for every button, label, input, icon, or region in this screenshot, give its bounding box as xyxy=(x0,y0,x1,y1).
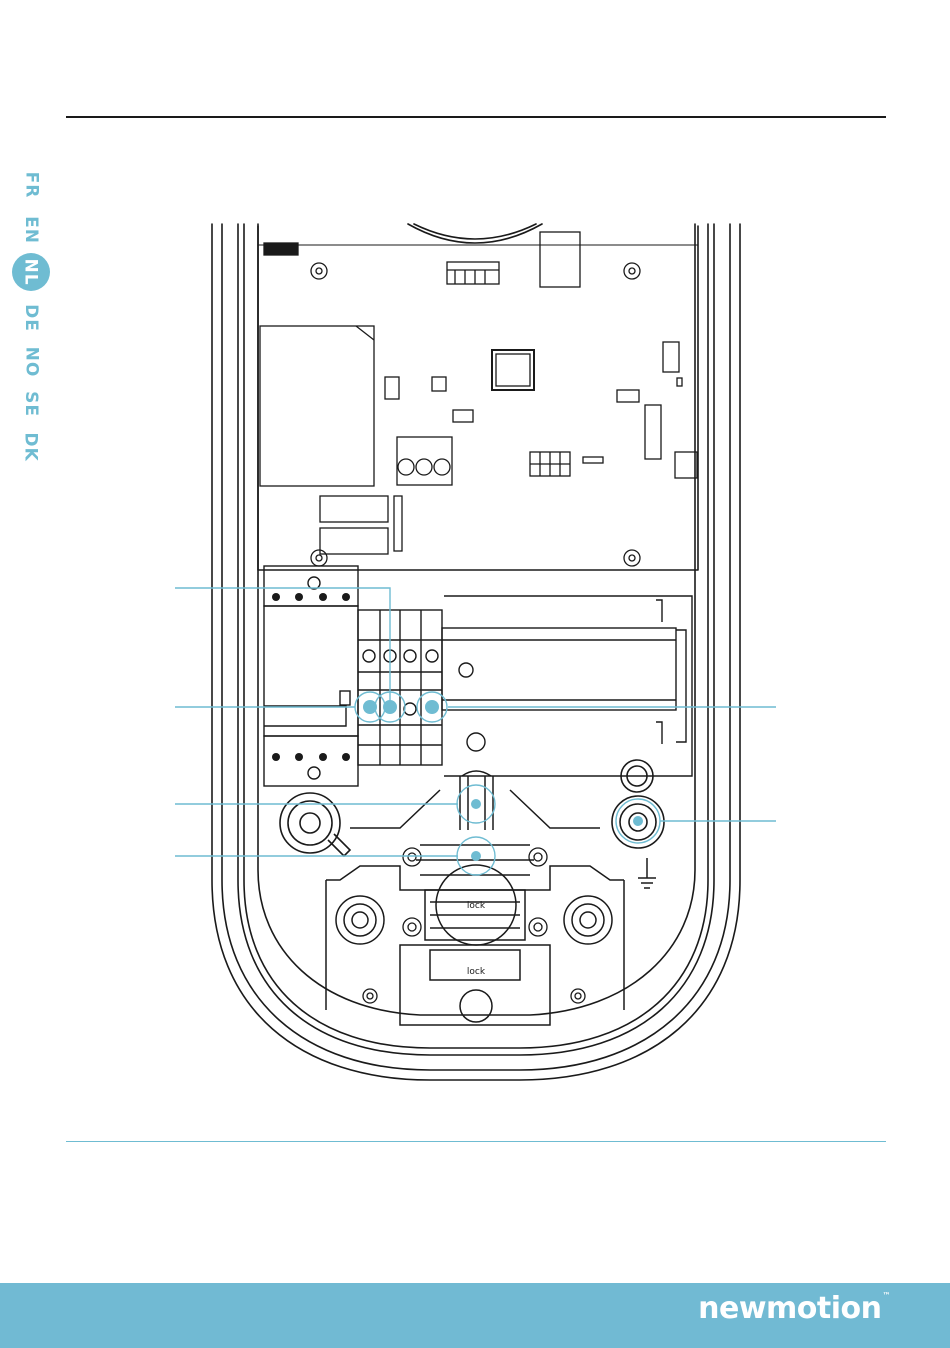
pcb-label-block xyxy=(264,243,298,255)
pcb-terminal-block xyxy=(397,437,452,485)
housing-outline xyxy=(212,224,740,1080)
terminal-blocks xyxy=(358,596,692,776)
pcb-processor xyxy=(492,350,534,390)
cavity-outline xyxy=(258,224,695,1015)
housing-inner-wall-3 xyxy=(244,224,708,1048)
socket-screw-4 xyxy=(529,918,547,936)
socket-screw-5 xyxy=(363,989,377,1003)
footer-bar: newmotion™ xyxy=(0,1283,950,1348)
socket-lock-marking-1: lock xyxy=(467,901,486,911)
brand-logo: newmotion™ xyxy=(698,1291,890,1326)
left-mount-screw xyxy=(280,793,350,856)
pcb-screw-1 xyxy=(311,263,327,279)
socket-screw-1 xyxy=(403,848,421,866)
socket-screw-3 xyxy=(403,918,421,936)
footer-rule xyxy=(66,1141,886,1142)
pcb-screw-4 xyxy=(624,550,640,566)
pcb-relay xyxy=(540,232,580,287)
top-arc xyxy=(408,224,542,243)
housing-inner-wall xyxy=(222,224,730,1070)
pcb-screw-2 xyxy=(624,263,640,279)
socket-lock-marking-2: lock xyxy=(467,967,486,977)
pcb-transformer xyxy=(260,326,374,486)
earth-symbol-icon xyxy=(638,858,656,888)
socket-screw-2 xyxy=(529,848,547,866)
socket-screw-6 xyxy=(571,989,585,1003)
pcb-screw-3 xyxy=(311,550,327,566)
right-socket xyxy=(564,896,612,944)
earth-screw xyxy=(612,760,664,848)
left-socket xyxy=(336,896,384,944)
